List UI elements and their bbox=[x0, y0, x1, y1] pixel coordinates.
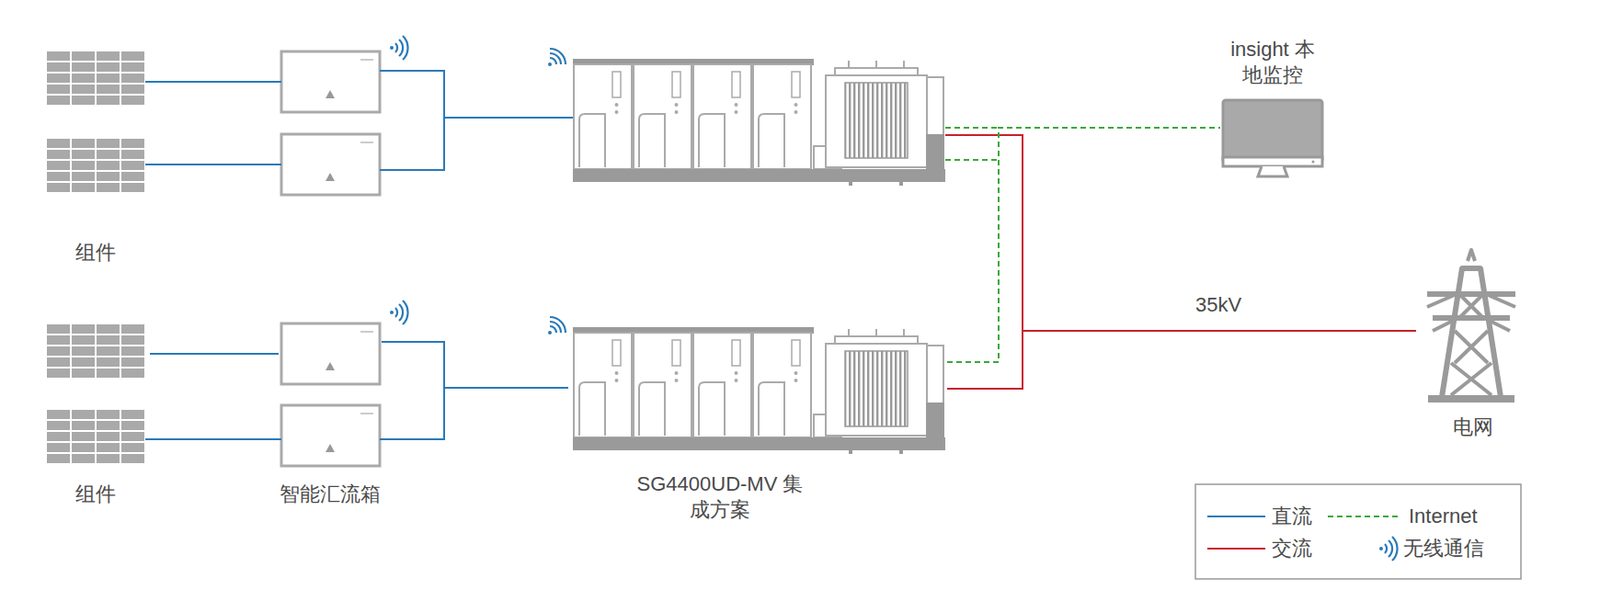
wires bbox=[145, 70, 1023, 440]
connector bbox=[947, 127, 1221, 363]
component-label: 智能汇流箱 bbox=[273, 481, 388, 508]
legend-text: 交流 bbox=[1271, 536, 1313, 562]
connector bbox=[947, 331, 1417, 389]
component-node: 组件 bbox=[41, 45, 150, 268]
component-node: 电网 bbox=[1416, 257, 1532, 446]
connector bbox=[149, 354, 279, 355]
legend-frame bbox=[1195, 484, 1521, 580]
component-label: 组件 bbox=[49, 240, 142, 266]
component-label: SG4400UD-MV 集成方案 bbox=[628, 471, 812, 524]
legend-text: 无线通信 bbox=[1403, 536, 1485, 562]
component-label: 电网 bbox=[1427, 414, 1520, 441]
monitor bbox=[1222, 100, 1323, 177]
legend-text: 直流 bbox=[1271, 503, 1313, 530]
component-label: insight 本地监控 bbox=[1221, 36, 1325, 89]
component-label: 组件 bbox=[49, 481, 142, 508]
connector bbox=[381, 342, 569, 389]
component-node: 组件 bbox=[41, 317, 150, 511]
voltage-label: 35kV bbox=[1195, 292, 1242, 319]
connector-line bbox=[381, 342, 569, 389]
component-node: 智能汇流箱 bbox=[278, 317, 382, 511]
connector-line bbox=[149, 353, 279, 355]
combiner-boxes bbox=[281, 35, 409, 467]
connector-line bbox=[947, 331, 1417, 389]
component-node: insight 本地监控 bbox=[1220, 36, 1326, 183]
transmission-tower bbox=[1427, 250, 1516, 403]
connector-line bbox=[947, 127, 1221, 363]
pv-arrays bbox=[46, 51, 146, 464]
component-node: SG4400UD-MV 集成方案 bbox=[568, 321, 948, 526]
legend-text: Internet bbox=[1408, 503, 1478, 530]
inverter-units bbox=[548, 48, 946, 455]
